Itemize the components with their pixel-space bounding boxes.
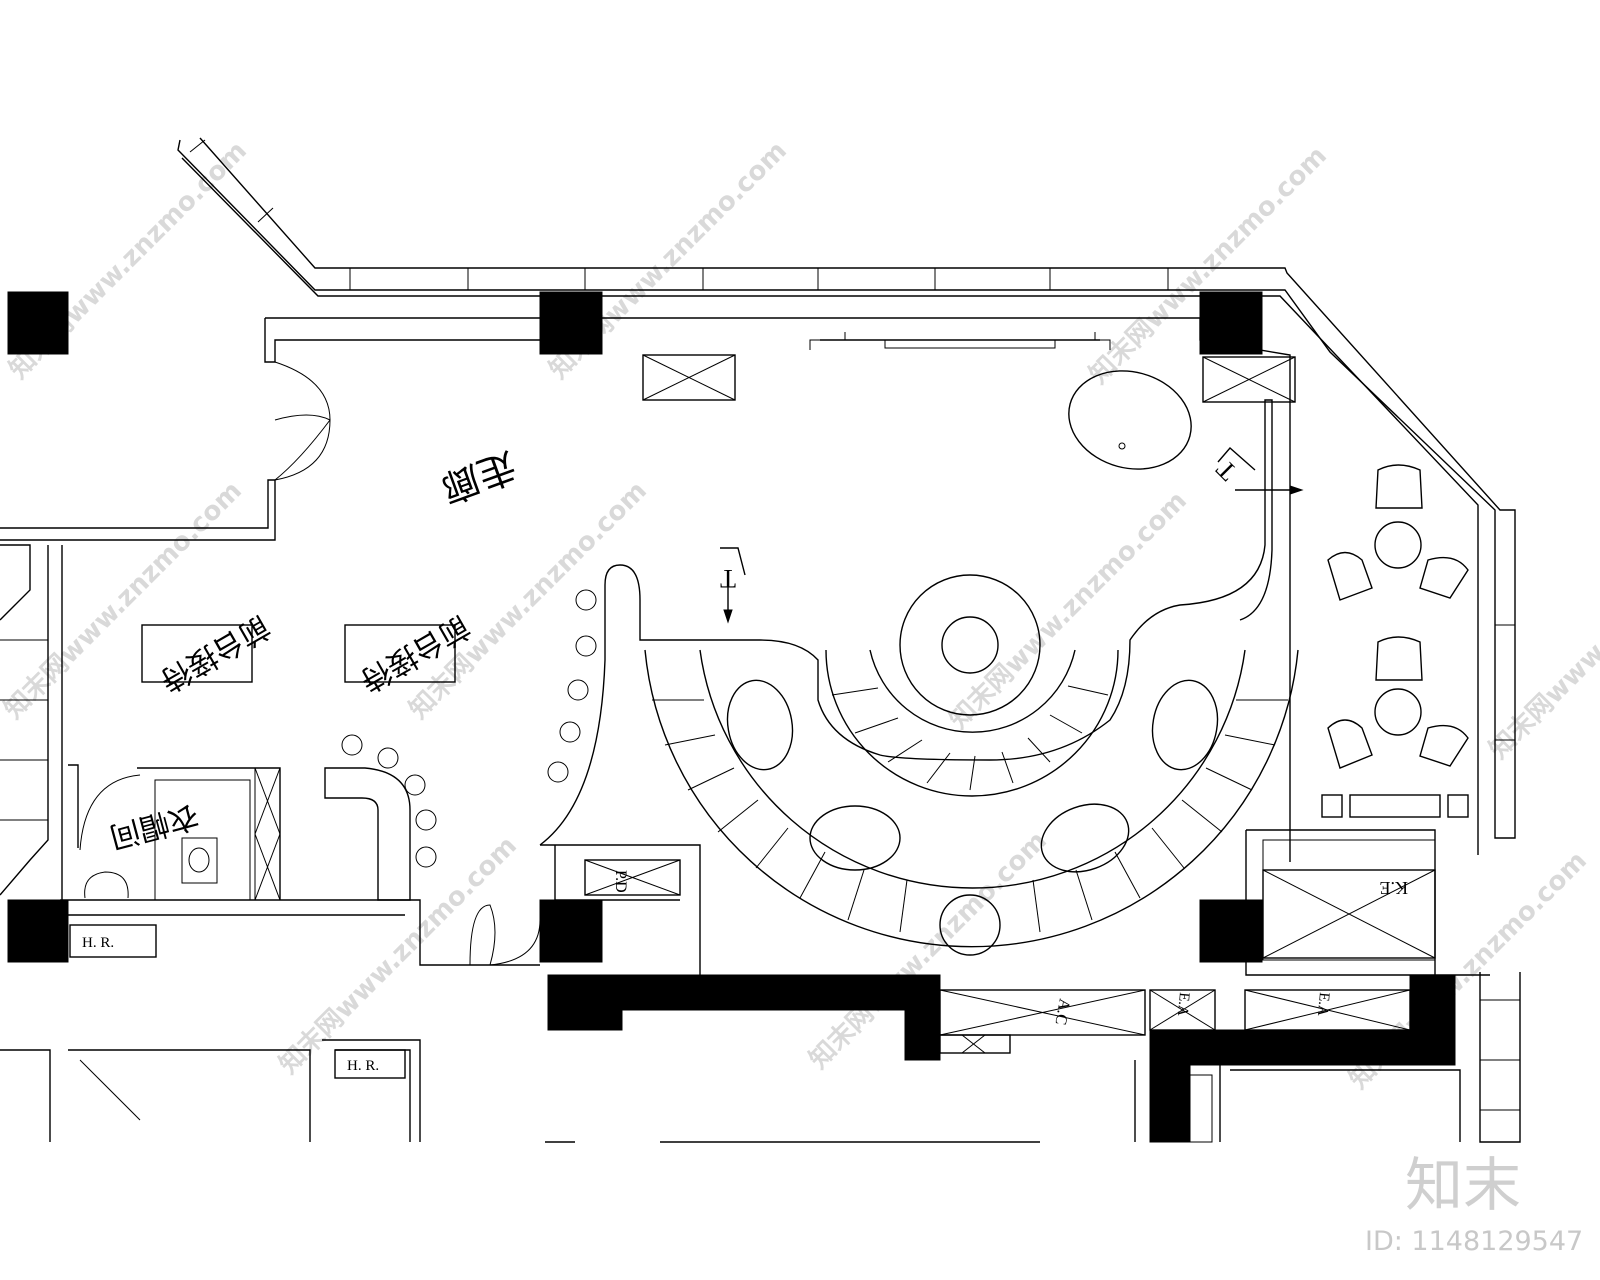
closet-label: 衣帽间 xyxy=(106,798,201,853)
armchair xyxy=(1375,464,1423,509)
armchair xyxy=(1375,636,1423,681)
ea-box xyxy=(1149,989,1216,1031)
stool xyxy=(415,846,437,868)
side-table xyxy=(1374,521,1422,569)
circular-lounge xyxy=(644,370,1299,956)
column xyxy=(539,291,603,355)
pd-box xyxy=(584,859,681,896)
watermark-text: 知末网www.znzmo.com xyxy=(404,476,653,725)
column xyxy=(1199,291,1263,355)
door-swing xyxy=(79,774,141,851)
pd-label: P.D xyxy=(612,870,629,893)
ea-box xyxy=(1244,989,1411,1031)
hr-label: H. R. xyxy=(347,1058,379,1074)
hr-box xyxy=(334,1049,406,1079)
ac-label: A.C xyxy=(1052,997,1073,1026)
sink xyxy=(84,871,129,899)
watermark-text: 知末网www.znzmo.com xyxy=(1484,516,1600,765)
section-label: T xyxy=(720,564,736,593)
coffee-table xyxy=(939,894,1001,956)
interior-walls xyxy=(0,317,1490,1143)
section-marker xyxy=(1217,447,1256,471)
inner-sofa-seat xyxy=(869,649,1076,733)
side-table xyxy=(1374,688,1422,736)
reception-desk xyxy=(344,624,456,683)
column xyxy=(7,899,69,963)
corner-seating xyxy=(1321,464,1469,818)
equipment-box xyxy=(1202,356,1296,403)
ea-label: E.A xyxy=(1174,992,1192,1017)
armchair xyxy=(1327,719,1373,769)
armchair xyxy=(1419,724,1469,767)
outer-sofa-back xyxy=(644,649,1299,948)
corridor-label: 走廊 xyxy=(435,444,521,509)
bar-counter xyxy=(539,399,1273,846)
watermarks: 知末网www.znzmo.com 知末网www.znzmo.com 知末网www… xyxy=(0,136,1600,1095)
equipment-box xyxy=(642,354,736,401)
stool xyxy=(415,809,437,831)
columns xyxy=(7,291,1456,1143)
armchair xyxy=(1419,556,1469,599)
shear-wall xyxy=(1149,974,1456,1143)
ke-label: K.E xyxy=(1380,878,1409,898)
cabinet xyxy=(1321,794,1343,818)
reception-label: 前台接待 xyxy=(155,609,275,698)
front-counter xyxy=(324,767,411,901)
cabinet xyxy=(1349,794,1441,818)
equipment xyxy=(69,354,1436,1143)
closet-fixtures xyxy=(84,837,218,899)
bar-stool xyxy=(575,589,597,611)
hr-box xyxy=(69,924,157,958)
doors xyxy=(79,361,541,966)
door-swing xyxy=(274,418,331,481)
coffee-table xyxy=(1040,803,1130,873)
door-swing xyxy=(274,361,331,421)
bar-stool xyxy=(559,721,581,743)
reception-area xyxy=(141,624,456,901)
ac-box xyxy=(939,989,1146,1036)
door-swing xyxy=(469,904,496,966)
section-markers: T T xyxy=(720,447,1304,624)
bar-top xyxy=(604,399,1273,761)
coffee-table xyxy=(1151,679,1219,771)
round-table xyxy=(899,574,1041,716)
bar-stool xyxy=(547,761,569,783)
outer-sofa-seat xyxy=(699,649,1246,889)
section-label: T xyxy=(1210,454,1242,486)
oval-table xyxy=(1068,370,1192,470)
brand-logo: 知末 xyxy=(1405,1151,1521,1219)
ke-box xyxy=(1262,869,1436,959)
brand-mark: 知末 ID: 1148129547 xyxy=(1365,1151,1583,1257)
watermark-text: 知末网www.znzmo.com xyxy=(944,486,1193,735)
column xyxy=(539,899,603,963)
stool xyxy=(341,734,363,756)
inner-sofa-back xyxy=(825,649,1119,797)
hr-label: H. R. xyxy=(82,935,114,951)
stool xyxy=(377,747,399,769)
section-marker xyxy=(720,547,746,576)
bar-stool xyxy=(575,635,597,657)
coffee-table xyxy=(809,805,901,871)
toilet xyxy=(181,837,218,884)
bar-stool xyxy=(567,679,589,701)
cabinet xyxy=(1447,794,1469,818)
door-swing xyxy=(489,919,541,966)
stool xyxy=(404,774,426,796)
image-id: ID: 1148129547 xyxy=(1365,1226,1583,1257)
ea-label: E.A xyxy=(1314,992,1332,1017)
watermark-text: 知末网www.znzmo.com xyxy=(274,831,523,1080)
watermark-text: 知末网www.znzmo.com xyxy=(0,476,248,725)
column xyxy=(7,291,69,355)
armchair xyxy=(1327,551,1373,601)
coffee-table xyxy=(726,679,794,771)
exterior-wall xyxy=(177,137,1521,1143)
reception-desk xyxy=(141,624,253,683)
column xyxy=(1199,899,1263,963)
